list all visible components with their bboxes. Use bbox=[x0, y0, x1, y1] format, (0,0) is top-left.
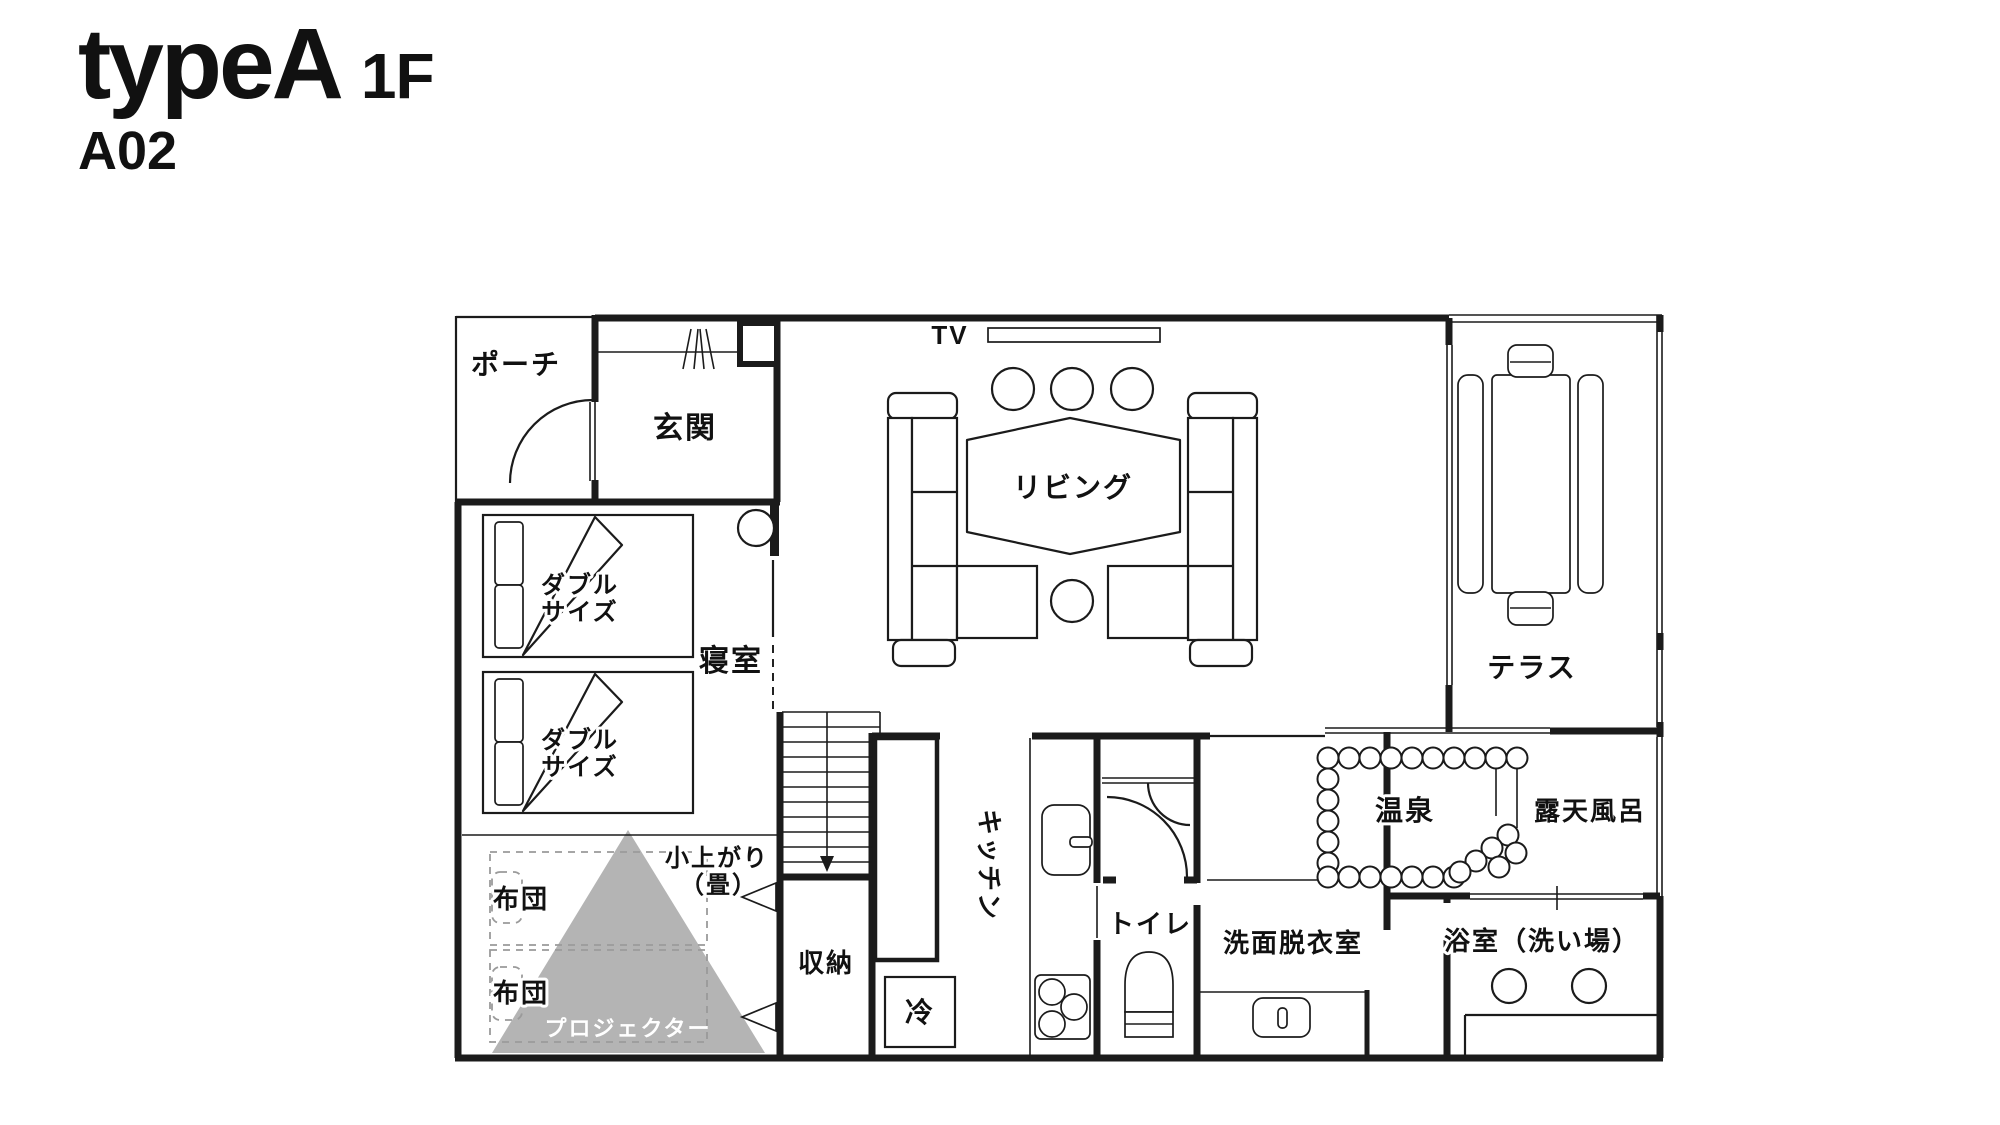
doors bbox=[508, 398, 1191, 1033]
fridge-icon bbox=[883, 975, 957, 1049]
label-bathroom: 浴室（洗い場） bbox=[1444, 926, 1640, 956]
washroom-fixtures bbox=[1200, 991, 1367, 1038]
label-bedroom: 寝室 bbox=[699, 644, 763, 678]
bath-stool-icon bbox=[1490, 967, 1528, 1005]
label-storage: 収納 bbox=[798, 948, 854, 978]
washbasin-icon bbox=[1252, 997, 1311, 1038]
kitchen-counter-icon bbox=[872, 735, 940, 963]
label-open-air-bath: 露天風呂 bbox=[1534, 796, 1646, 826]
kitchen-fixtures bbox=[872, 735, 1093, 1049]
kitchen-sink-icon bbox=[1041, 804, 1093, 876]
projector-beam-icon bbox=[492, 830, 765, 1053]
label-terrace: テラス bbox=[1487, 652, 1576, 683]
stairs-down-arrow-icon bbox=[820, 856, 834, 872]
label-toilet: トイレ bbox=[1108, 909, 1192, 939]
bench-icon bbox=[1457, 374, 1484, 594]
bath-stool-icon bbox=[1570, 967, 1608, 1005]
staircase-icon bbox=[782, 711, 881, 872]
living-table-icon bbox=[965, 416, 1182, 556]
futon-pillow-icon bbox=[491, 871, 523, 924]
plan-header: typeA 1F A02 bbox=[78, 8, 435, 182]
label-tatami-2: （畳） bbox=[680, 872, 758, 899]
chair-icon bbox=[1507, 591, 1554, 626]
stove-icon bbox=[1034, 974, 1091, 1040]
double-bed-icon bbox=[481, 670, 695, 815]
sofa-icon bbox=[886, 391, 1039, 668]
entry-door-leaf-icon bbox=[589, 402, 596, 481]
toilet-door-arc-icon bbox=[1106, 795, 1189, 878]
plan-type-title: typeA bbox=[78, 8, 344, 120]
entry-door-arc-icon bbox=[508, 398, 594, 484]
double-bed-icon bbox=[481, 513, 695, 659]
stool-icon bbox=[1049, 578, 1095, 624]
bench-icon bbox=[1577, 374, 1604, 594]
walls bbox=[454, 314, 1664, 1062]
label-futon: 布団 bbox=[493, 884, 549, 914]
stool-icon bbox=[1109, 366, 1155, 412]
label-washroom: 洗面脱衣室 bbox=[1223, 928, 1363, 958]
living-furniture bbox=[886, 327, 1259, 668]
futon-area bbox=[489, 851, 708, 1043]
room-labels: ポーチ 玄関 TV リビング テラス 寝室 ダブル サイズ ダブル サイズ 小上… bbox=[468, 317, 1647, 1041]
sofa-icon bbox=[1106, 391, 1259, 668]
toilet-fixture-icon bbox=[1124, 951, 1174, 1038]
onsen-rock-bath-icon bbox=[1316, 746, 1529, 889]
label-porch: ポーチ bbox=[471, 349, 561, 380]
label-tv: TV bbox=[931, 320, 968, 350]
futon-outline-icon bbox=[489, 949, 708, 1043]
tv-board-icon bbox=[987, 327, 1161, 343]
terrace-furniture bbox=[1457, 344, 1604, 626]
washroom-door-arc-icon bbox=[1146, 782, 1191, 827]
label-bed-size-1: ダブル bbox=[541, 571, 619, 599]
label-futon: 布団 bbox=[493, 978, 549, 1008]
futon-pillow-icon bbox=[491, 966, 523, 1021]
label-bed-size-2: サイズ bbox=[541, 753, 618, 781]
label-onsen: 温泉 bbox=[1375, 794, 1435, 826]
bath-bench-icon bbox=[1463, 1013, 1657, 1055]
unit-label: A02 bbox=[78, 121, 178, 181]
door-marker-icon bbox=[739, 881, 777, 913]
entrance-closet-icon bbox=[737, 320, 780, 367]
stool-icon bbox=[990, 366, 1036, 412]
label-bed-size-1: ダブル bbox=[541, 726, 619, 754]
terrace-table-icon bbox=[1491, 374, 1571, 594]
futon-outline-icon bbox=[489, 851, 708, 946]
stool-icon bbox=[1049, 366, 1095, 412]
floor-label: 1F bbox=[360, 40, 435, 112]
label-fridge: 冷 bbox=[905, 997, 935, 1028]
bedroom-furniture bbox=[481, 508, 776, 815]
chair-icon bbox=[1507, 344, 1554, 378]
label-kitchen: キッチン bbox=[974, 809, 1004, 921]
bathroom-fixtures bbox=[1463, 967, 1657, 1055]
side-table-icon bbox=[736, 508, 776, 548]
label-living: リビング bbox=[1013, 472, 1133, 503]
door-marker-icon bbox=[739, 1001, 777, 1033]
closet-hatch-icon bbox=[682, 328, 715, 370]
label-tatami-1: 小上がり bbox=[665, 844, 769, 872]
label-projector: プロジェクター bbox=[544, 1016, 711, 1041]
label-entrance: 玄関 bbox=[653, 411, 717, 445]
label-bed-size-2: サイズ bbox=[541, 598, 618, 626]
